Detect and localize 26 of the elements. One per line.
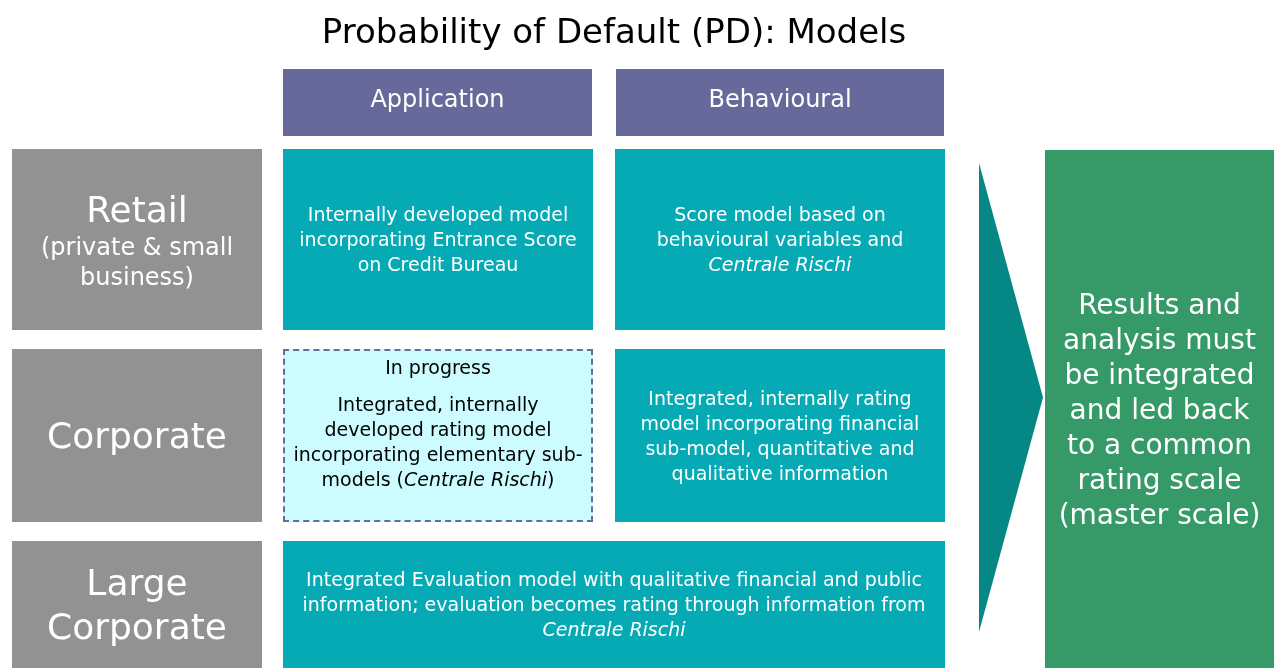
box-text: Large Corporate xyxy=(46,560,228,649)
column-header xyxy=(616,69,944,136)
box-text: Score model based on behavioural variables and Centrale Rischi xyxy=(655,202,905,277)
result-box xyxy=(1045,150,1274,668)
box-text: Behavioural xyxy=(708,84,852,115)
box-text: Integrated, internally developed rating model incorporating elementary sub-models (Centrale Rischi) xyxy=(293,392,583,492)
box-text: Corporate xyxy=(47,413,227,458)
model-box xyxy=(615,149,945,330)
box-text: Results and analysis must be integrated and led back to a common rating scale (master scale) xyxy=(1057,286,1262,532)
model-box xyxy=(283,541,945,668)
model-box xyxy=(615,349,945,522)
box-text: Application xyxy=(370,84,505,115)
model-box xyxy=(283,149,593,330)
column-header xyxy=(283,69,592,136)
title: Probability of Default (PD): Models xyxy=(320,10,908,53)
in-progress-box xyxy=(283,349,593,522)
chevron-arrow xyxy=(979,163,1043,632)
status-label: In progress xyxy=(385,355,491,380)
box-text: (private & small business) xyxy=(39,231,235,292)
row-header xyxy=(12,349,262,522)
box-text: Retail xyxy=(86,187,188,232)
box-text: Integrated, internally rating model incorporating financial sub-model, quantitative and qualitative information xyxy=(639,385,921,486)
box-text: Integrated Evaluation model with qualitative financial and public information; evaluation becomes rating through information from Centrale Rischi xyxy=(301,567,927,642)
box-text: Internally developed model incorporating Entrance Score on Credit Bureau xyxy=(298,202,578,277)
row-header xyxy=(12,149,262,330)
row-header xyxy=(12,541,262,668)
